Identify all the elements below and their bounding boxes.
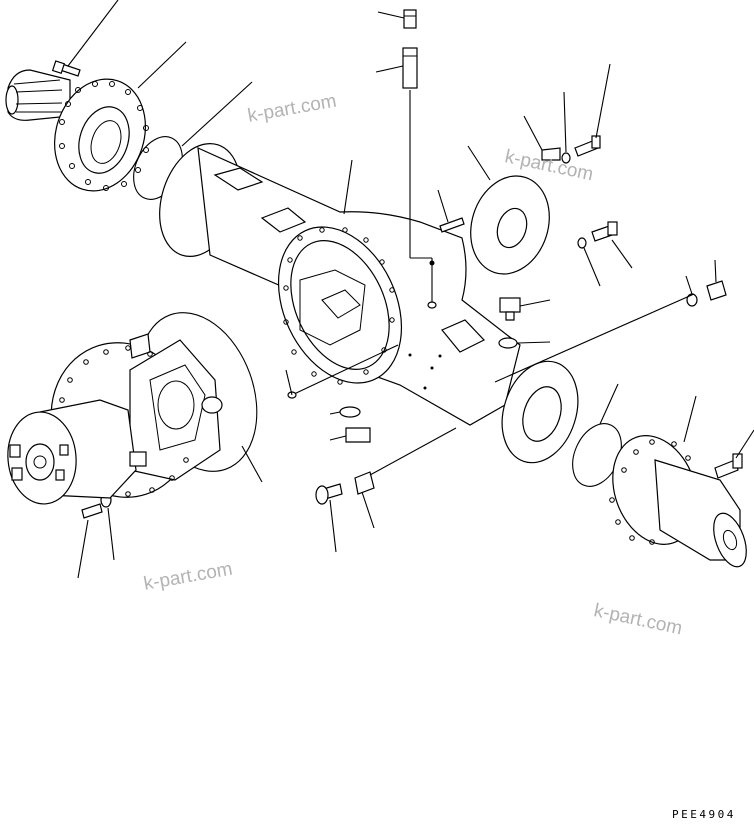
left-axle-shaft: [5, 69, 71, 121]
left-hub-bolt-holes: [59, 81, 149, 191]
right-axle-shaft-end: [713, 512, 747, 568]
differential-assembly: [7, 312, 258, 505]
center-flange-holes: [283, 227, 395, 385]
left-hub-flange: [53, 78, 149, 192]
breather-assembly: [402, 9, 437, 309]
right-hub-assembly: [572, 423, 747, 568]
right-hub-bolt-holes: [609, 439, 691, 545]
axle-housing: [159, 143, 579, 464]
left-hub-assembly: [5, 60, 183, 200]
drawing-code: PEE4904: [672, 808, 736, 821]
small-fasteners: [81, 135, 727, 519]
leader-lines: [67, 0, 754, 579]
left-hub-bolt: [51, 60, 81, 77]
